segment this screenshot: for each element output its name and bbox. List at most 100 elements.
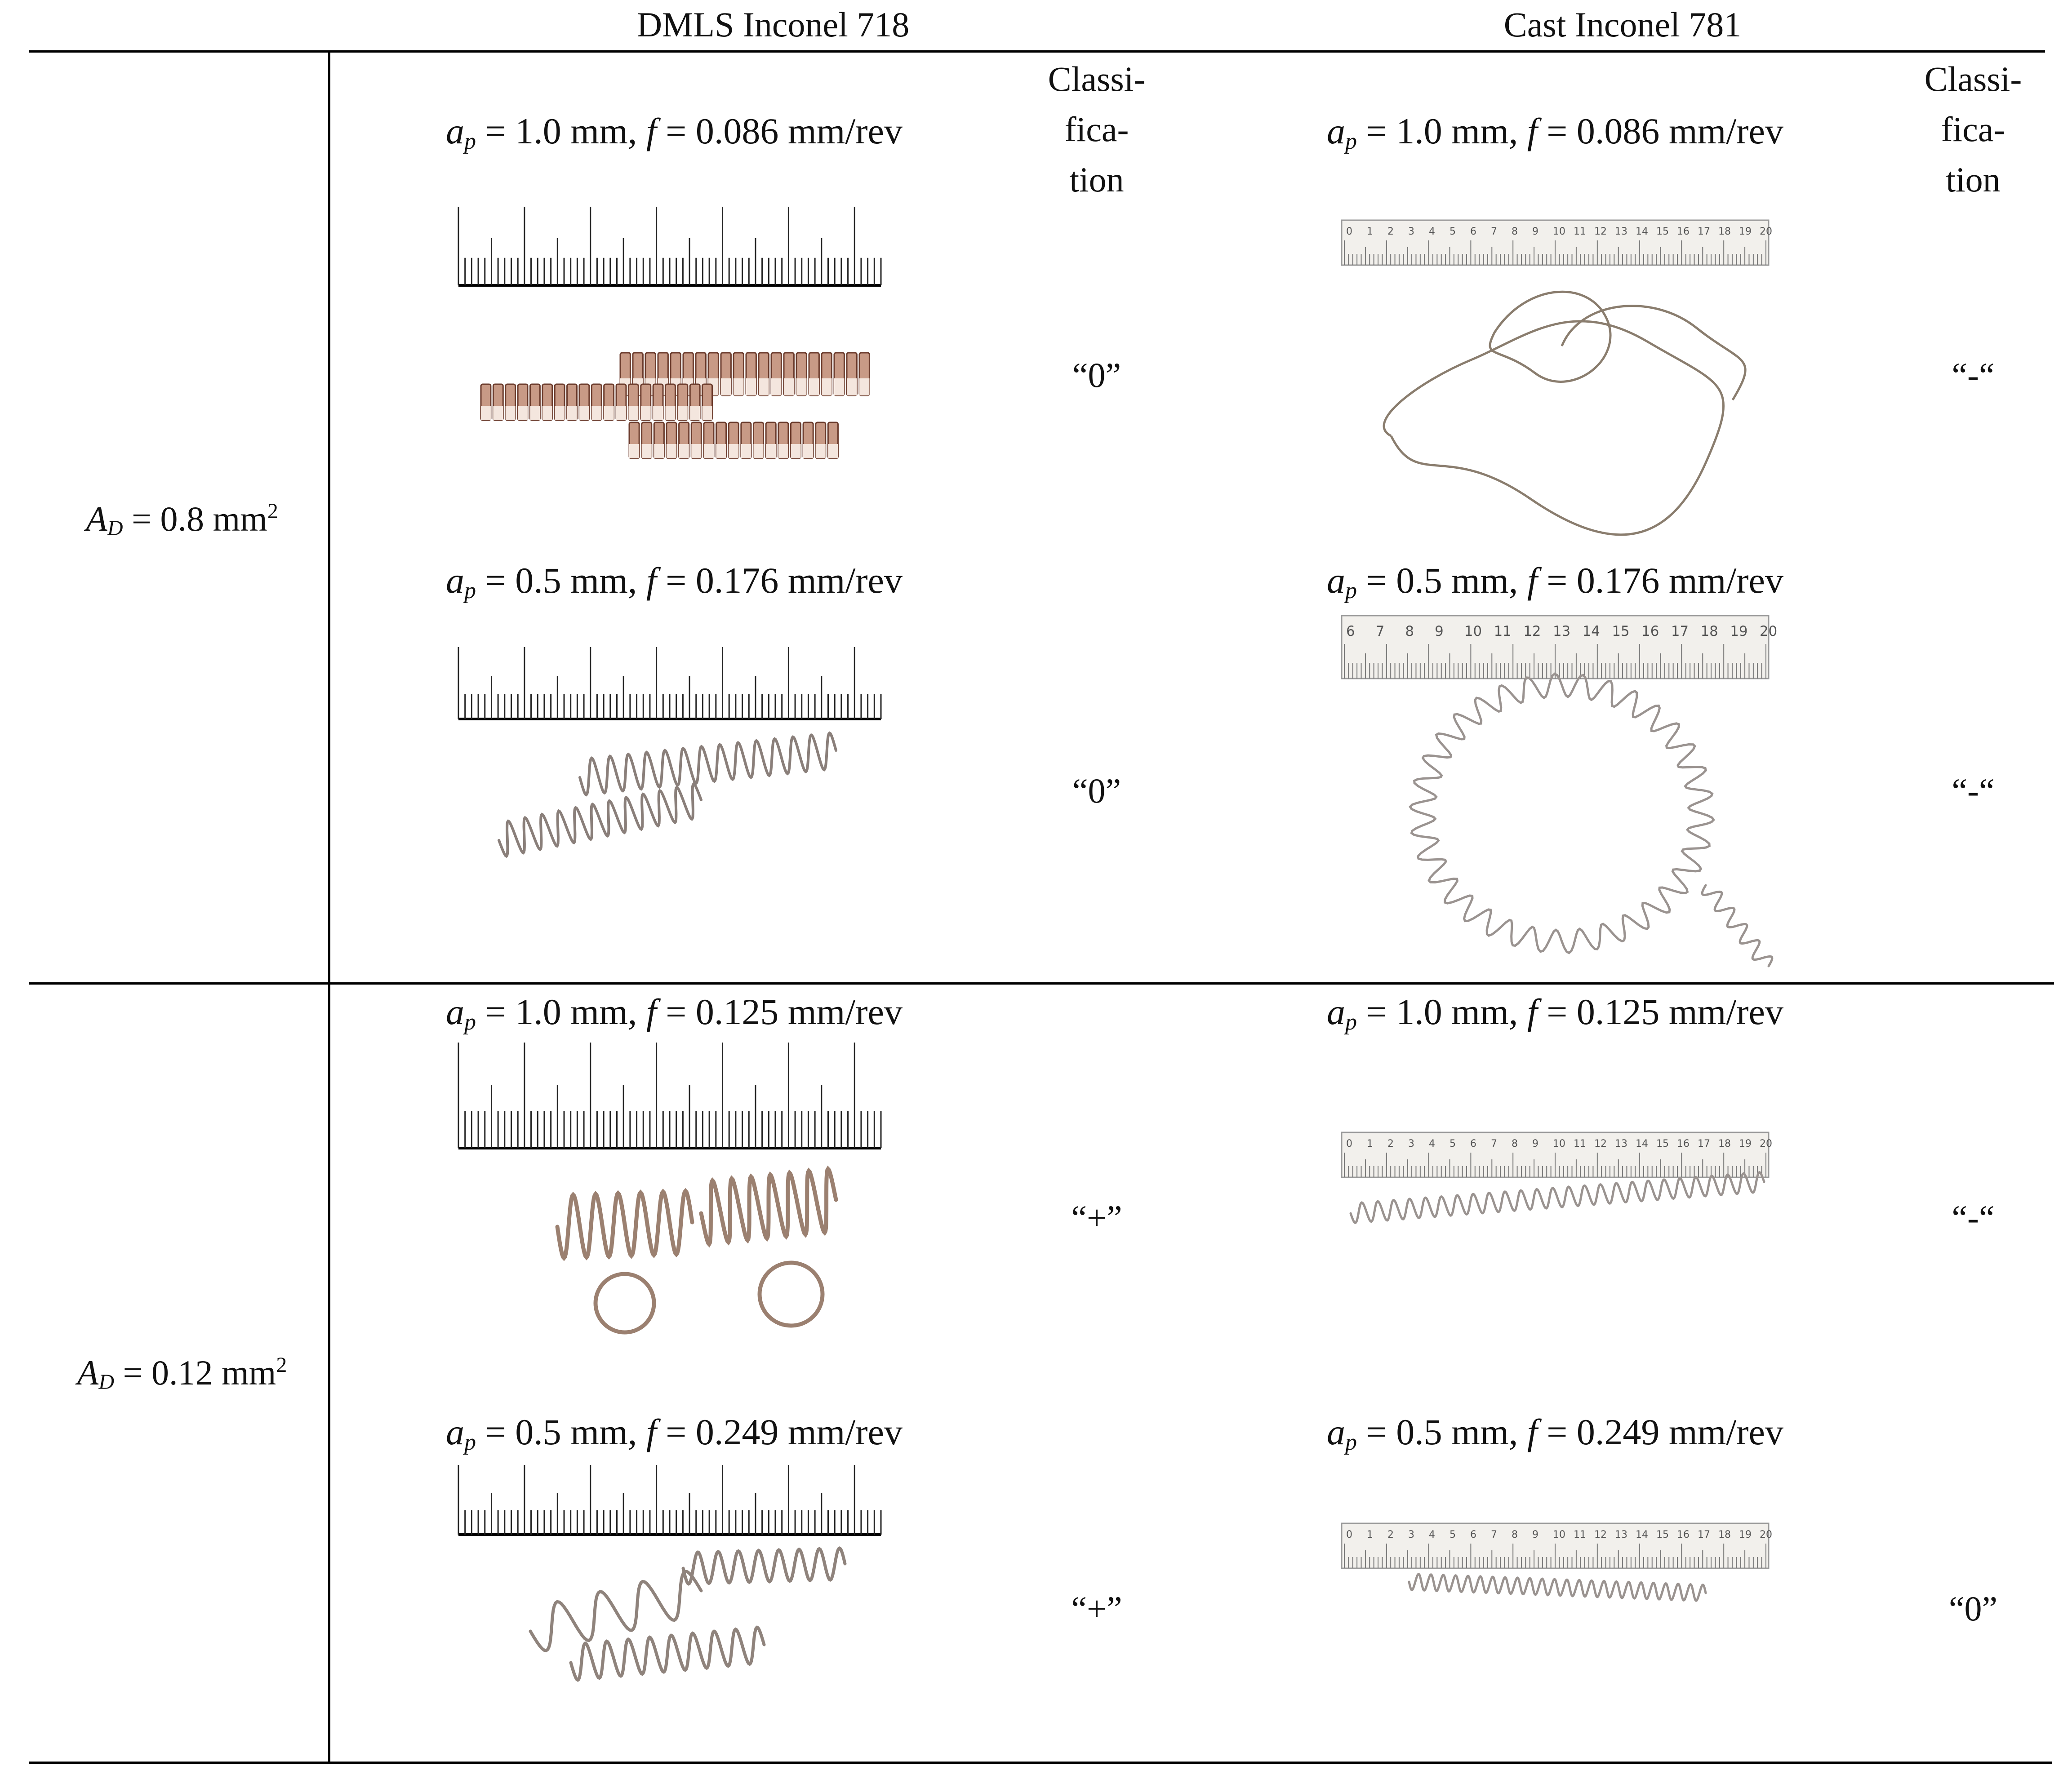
ruler-number: 4 — [1429, 226, 1435, 237]
ruler-number: 13 — [1553, 623, 1570, 639]
ruler-number: 19 — [1739, 226, 1752, 237]
ruler-number: 10 — [1464, 623, 1482, 639]
ruler-number: 3 — [1408, 1529, 1414, 1540]
caption-cast-r2a: ap = 1.0 mm, f = 0.125 mm/rev — [1327, 991, 1783, 1035]
ruler-number: 12 — [1523, 623, 1541, 639]
segmented-chip — [628, 422, 839, 459]
ruler-scale — [458, 647, 882, 720]
helical-chip — [1408, 1572, 1707, 1602]
caption-dmls-r2a: ap = 1.0 mm, f = 0.125 mm/rev — [446, 991, 903, 1035]
class-cast-r2b: “0” — [1948, 1589, 1998, 1628]
ruler-number: 7 — [1376, 623, 1385, 639]
ruler-number: 19 — [1739, 1529, 1752, 1540]
row-label-ad-0.8: AD = 0.8 mm2 — [86, 499, 278, 540]
chip-photo-dmls-r1b — [458, 647, 882, 858]
row-label-divider — [328, 52, 330, 1763]
ruler-number: 20 — [1760, 1529, 1772, 1540]
ruler-number: 16 — [1677, 1138, 1690, 1149]
row-divider — [29, 982, 2054, 985]
ruler-number: 9 — [1435, 623, 1444, 639]
ruler-number: 13 — [1615, 1529, 1627, 1540]
ruler-scale — [458, 1465, 882, 1536]
ruler-number: 5 — [1450, 1138, 1456, 1149]
class-dmls-r2a: “+” — [1071, 1198, 1122, 1237]
ruler-number: 13 — [1615, 226, 1627, 237]
helical-chip — [1349, 1171, 1765, 1225]
ruler-number: 11 — [1494, 623, 1512, 639]
ruler-number: 20 — [1760, 226, 1772, 237]
helical-chip — [569, 1625, 766, 1682]
ruler-number: 8 — [1512, 1138, 1518, 1149]
class-dmls-r1b: “0” — [1072, 771, 1121, 810]
ruler-number: 14 — [1583, 623, 1600, 639]
ruler-number: 1 — [1367, 226, 1373, 237]
ruler-number: 20 — [1760, 623, 1777, 639]
column-header-dmls: DMLS Inconel 718 — [636, 5, 910, 44]
helical-chip — [529, 1570, 703, 1652]
segmented-chip — [619, 352, 870, 396]
ruler-number: 6 — [1470, 226, 1476, 237]
ruler-number: 19 — [1739, 1138, 1752, 1149]
ruler-number: 16 — [1677, 226, 1690, 237]
ruler-number: 6 — [1470, 1138, 1476, 1149]
ruler-number: 2 — [1387, 226, 1394, 237]
ruler-number: 18 — [1701, 623, 1718, 639]
ruler-number: 14 — [1636, 1138, 1648, 1149]
ruler-number: 3 — [1408, 1138, 1414, 1149]
ruler-number: 8 — [1512, 1529, 1518, 1540]
coiled-chip — [593, 1272, 656, 1335]
ruler-number: 18 — [1718, 1529, 1731, 1540]
ruler-number: 17 — [1698, 1529, 1710, 1540]
ruler-number: 5 — [1450, 226, 1456, 237]
ruler-number: 17 — [1671, 623, 1689, 639]
ruler-number: 13 — [1615, 1138, 1627, 1149]
ruler-number: 4 — [1429, 1529, 1435, 1540]
ruler-number: 20 — [1760, 1138, 1772, 1149]
ruler-number: 17 — [1698, 1138, 1710, 1149]
ruler-number: 9 — [1532, 1529, 1538, 1540]
caption-cast-r1b: ap = 0.5 mm, f = 0.176 mm/rev — [1327, 560, 1783, 604]
ruler-scale — [458, 207, 882, 287]
caption-cast-r2b: ap = 0.5 mm, f = 0.249 mm/rev — [1327, 1411, 1783, 1455]
ruler-number: 0 — [1346, 1529, 1352, 1540]
ruler-number: 17 — [1698, 226, 1710, 237]
ruler-number: 14 — [1636, 1529, 1648, 1540]
class-cast-r2a: “-“ — [1952, 1198, 1995, 1237]
ruler-number: 6 — [1346, 623, 1355, 639]
caption-dmls-r1a: ap = 1.0 mm, f = 0.086 mm/rev — [446, 111, 903, 154]
ruler-number: 10 — [1553, 1138, 1565, 1149]
ruler-number: 18 — [1718, 226, 1731, 237]
ruler-number: 2 — [1387, 1138, 1394, 1149]
class-cast-r1b: “-“ — [1952, 771, 1995, 810]
chip-photo-dmls-r2b — [458, 1465, 882, 1682]
ruler-number: 15 — [1656, 1529, 1669, 1540]
row-label-ad-0.12: AD = 0.12 mm2 — [77, 1353, 287, 1394]
ruler-number: 3 — [1408, 226, 1414, 237]
ruler-number: 5 — [1450, 1529, 1456, 1540]
ruler-number: 12 — [1594, 1138, 1607, 1149]
ruler-number: 11 — [1574, 1529, 1586, 1540]
helical-chip — [555, 1188, 694, 1261]
column-header-cast: Cast Inconel 781 — [1503, 5, 1742, 44]
helical-chip — [578, 731, 837, 797]
chip-photo-dmls-r1a — [458, 207, 882, 459]
ruler-number: 7 — [1491, 1529, 1497, 1540]
ruler-number: 16 — [1677, 1529, 1690, 1540]
helical-chip — [699, 1165, 838, 1248]
coiled-chip — [757, 1260, 825, 1328]
helical-chip — [1701, 884, 1774, 967]
ruler-number: 9 — [1532, 226, 1538, 237]
ruler-number: 1 — [1367, 1138, 1373, 1149]
ribbon-chip — [1383, 305, 1747, 536]
ruler-scale — [458, 1043, 882, 1149]
ruler-number: 15 — [1656, 1138, 1669, 1149]
ruler-number: 0 — [1346, 226, 1352, 237]
classification-header-cast: Classi- fica- tion — [1924, 59, 2022, 199]
header-rule — [29, 50, 2045, 53]
